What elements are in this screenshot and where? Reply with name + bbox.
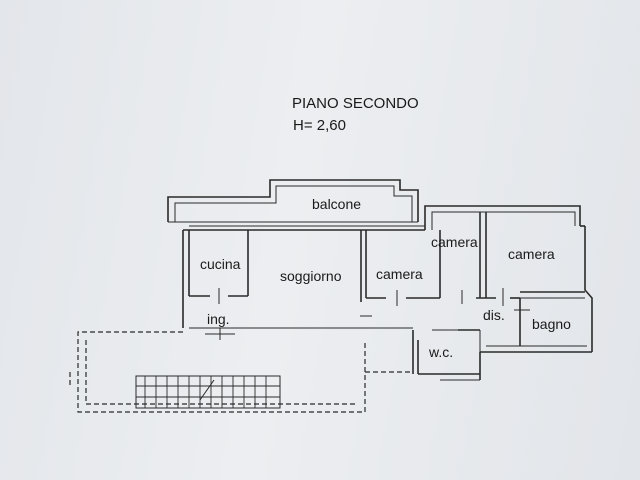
room-label-ingresso: ing. xyxy=(207,311,230,327)
interior-walls xyxy=(189,212,585,352)
exterior-walls xyxy=(182,205,593,381)
lower-level-dashed-outline xyxy=(69,331,412,413)
room-label-camera-3: camera xyxy=(508,246,555,262)
room-label-soggiorno: soggiorno xyxy=(280,268,342,284)
plan-height-label: H= 2,60 xyxy=(293,117,346,134)
room-label-wc: w.c. xyxy=(428,344,453,360)
room-label-cucina: cucina xyxy=(200,256,241,272)
room-label-bagno: bagno xyxy=(532,316,571,332)
plan-title: PIANO SECONDO xyxy=(292,95,419,112)
room-label-balcone: balcone xyxy=(312,196,361,212)
room-label-disimpegno: dis. xyxy=(483,307,505,323)
room-label-camera-1: camera xyxy=(376,266,423,282)
balcony-outline xyxy=(167,179,419,223)
room-label-camera-2: camera xyxy=(431,234,478,250)
stair-hatch xyxy=(135,375,281,409)
